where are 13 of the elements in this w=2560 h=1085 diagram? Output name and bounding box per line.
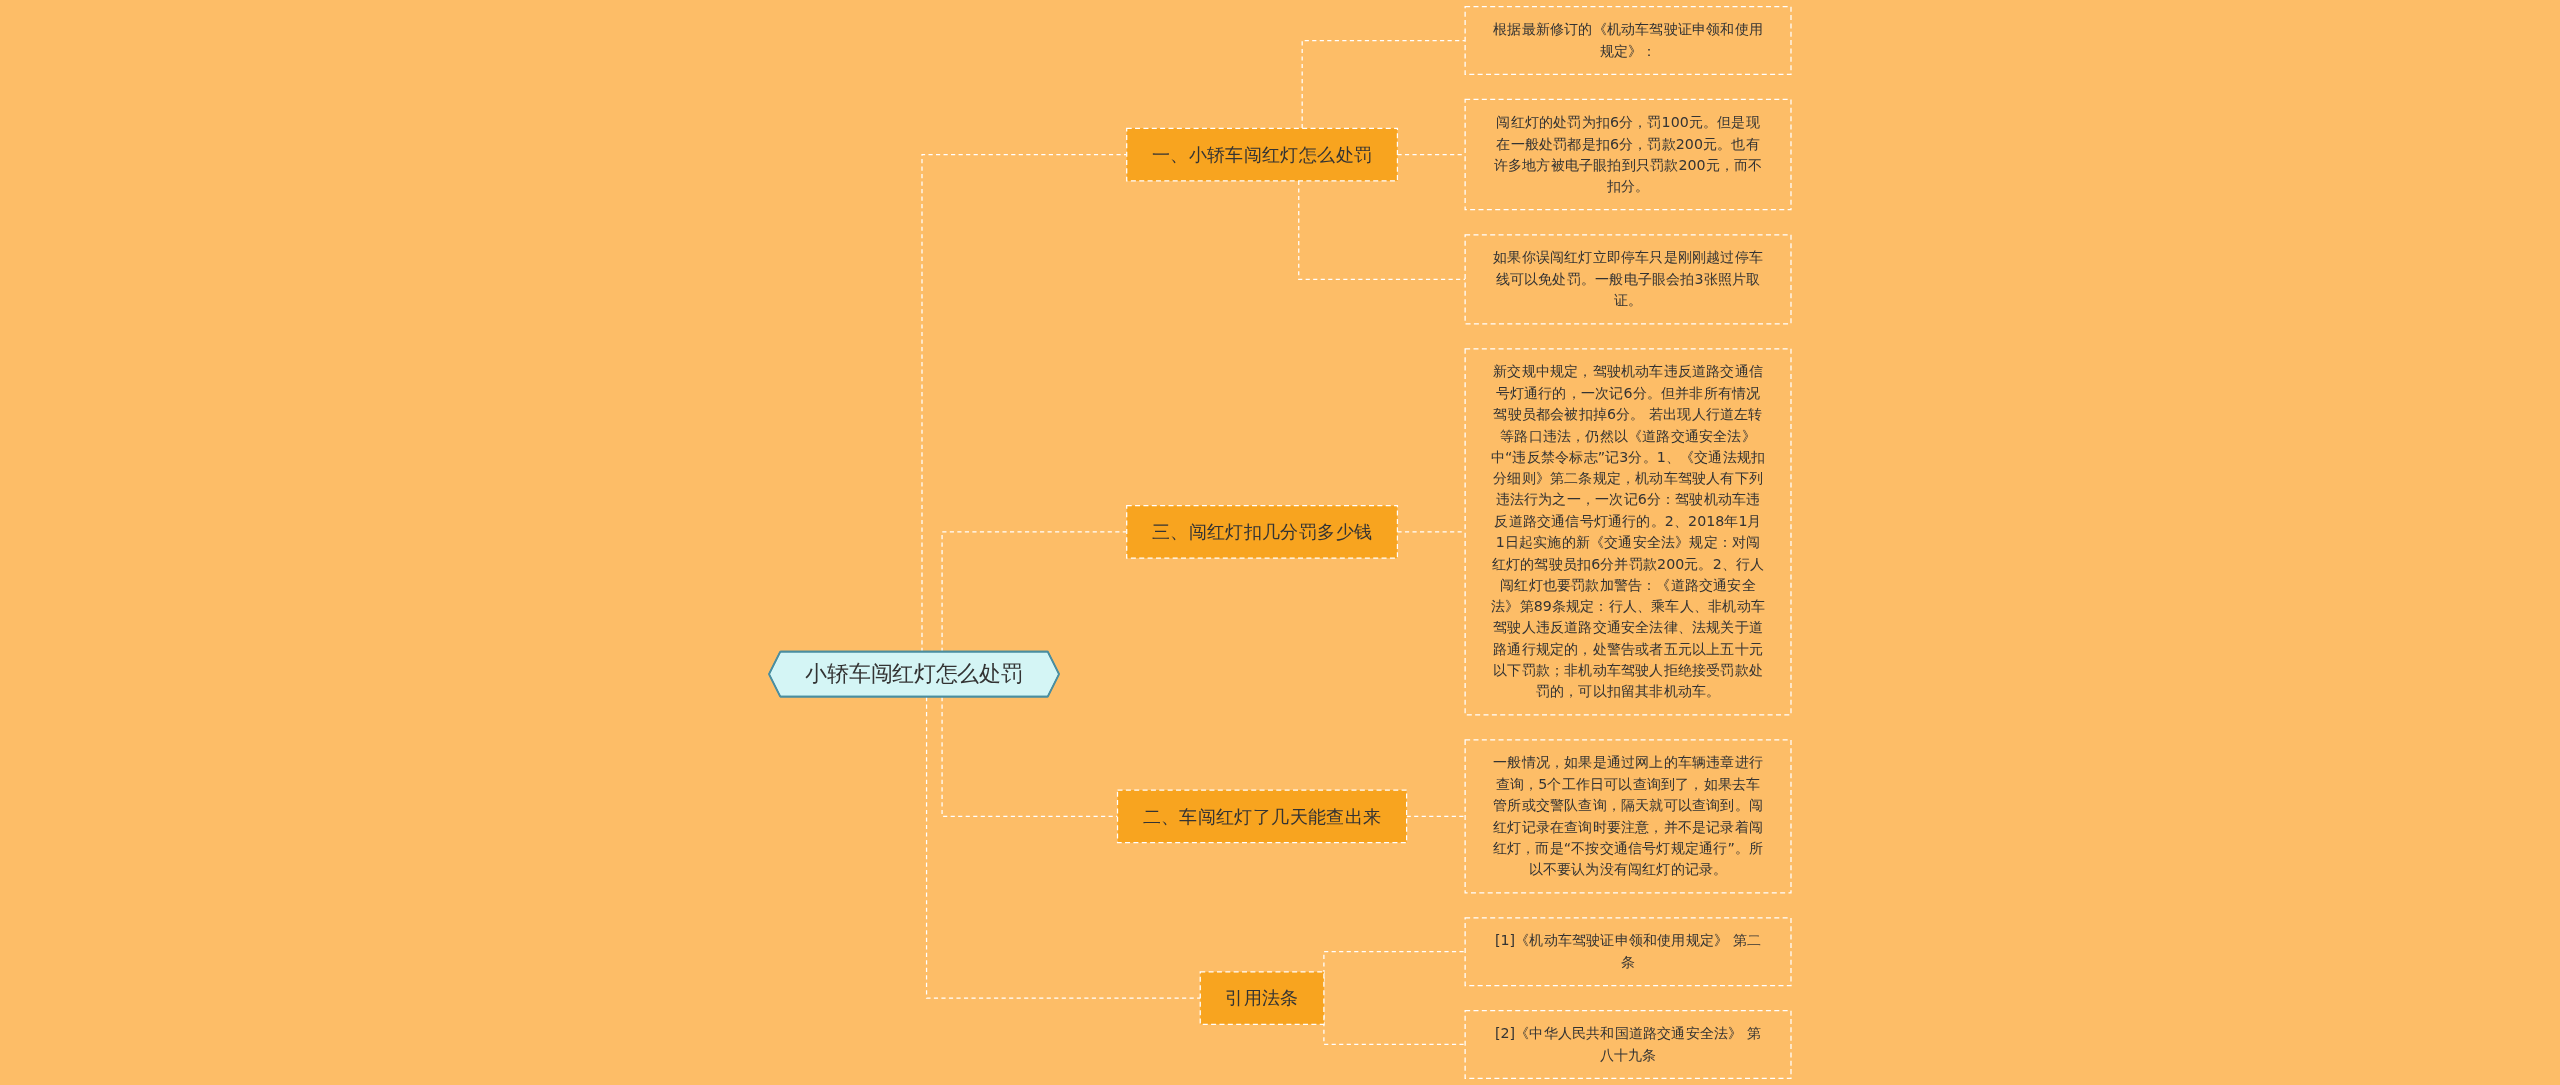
node-box: 一、小轿车闯红灯怎么处罚 (1126, 127, 1399, 182)
node-box: 二、车闯红灯了几天能查出来 (1116, 789, 1408, 844)
connector (1406, 815, 1466, 817)
node-box: [1]《机动车驾驶证申领和使用规定》 第二条 (1464, 917, 1792, 987)
node-box: 引用法条 (1199, 971, 1325, 1026)
node-box: 闯红灯的处罚为扣6分，罚100元。但是现在一般处罚都是扣6分，罚款200元。也有许多地方被电子眼拍到只罚款200元，而不扣分。 (1464, 98, 1792, 211)
node-box: 如果你误闯红灯立即停车只是刚刚越过停车线可以免处罚。一般电子眼会拍3张照片取证。 (1464, 234, 1792, 325)
node-box: [2]《中华人民共和国道路交通安全法》 第八十九条 (1464, 1010, 1792, 1079)
connector (925, 696, 1201, 999)
node-box: 一般情况，如果是通过网上的车辆违章进行查询，5个工作日可以查询到了，如果去车管所或交警队查询，隔天就可以查询到。闯红灯记录在查询时要注意，并不是记录着闯红灯，而是“不按交通信号灯规定通行”。所以不要认为没有闯红灯的记录。 (1464, 739, 1792, 894)
node-box: 三、闯红灯扣几分罚多少钱 (1126, 504, 1399, 559)
node-box: 新交规中规定，驾驶机动车违反道路交通信号灯通行的，一次记6分。但并非所有情况驾驶员都会被扣掉6分。 若出现人行道左转等路口违法，仍然以《道路交通安全法》中“违反禁令标志”记3分。1、《交通法规扣分细则》第二条规定，机动车驾驶人有下列违法行为之一，一次记6分：驾驶机动车违反道路交通信号灯通行的。2、2018年1月1日起实施的新《交通安全法》规定：对闯红灯的驾驶员扣6分并罚款200元。2、行人闯红灯也要罚款加警告：《道路交通安全法》第89条规定：行人、乘车人、非机动车驾驶人违反道路交通安全法律、法规关于道路通行规定的，处警告或者五元以上五十元以下罚款；非机动车驾驶人拒绝接受罚款处罚的，可以扣留其非机动车。 (1464, 348, 1792, 716)
node-box: 根据最新修订的《机动车驾驶证申领和使用规定》： (1464, 6, 1792, 75)
